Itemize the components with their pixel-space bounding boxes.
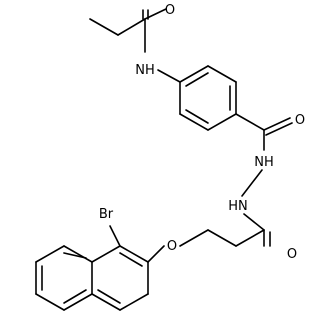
naph-bond-1 — [119, 245, 149, 263]
propanoyl-group — [89, 8, 167, 53]
bond-ch2-ch2 — [207, 229, 237, 247]
benzene-ring — [157, 65, 237, 131]
ring-bond-1 — [179, 65, 209, 83]
naph-bond-1-inner — [119, 252, 143, 267]
atom-o-propanamide: O — [165, 3, 175, 18]
bond-carbonyl-o-a — [263, 117, 291, 131]
bond-ether-o-ring — [147, 245, 165, 263]
naph-bond-7-inner — [63, 252, 87, 259]
naph-bond-11 — [63, 293, 93, 311]
naph-bond-4 — [91, 293, 121, 311]
ring-bond-5-inner — [185, 109, 209, 124]
naph-bond-8 — [35, 245, 65, 263]
bond-carbonyl-o-b — [265, 122, 293, 136]
naph-bond-10 — [35, 293, 65, 311]
naph-bond-br — [109, 225, 121, 247]
atom-nh-hydrazide-2: HN — [228, 199, 248, 214]
bond-ch2-ether-o — [179, 229, 209, 247]
ring-bond-2 — [207, 65, 237, 83]
bond-ch2-co — [117, 18, 146, 36]
bond-nh-nh — [241, 169, 263, 197]
atom-o-benzamide: O — [295, 113, 305, 128]
atom-o-ether: O — [167, 239, 177, 254]
atom-nh-amide: NH — [135, 63, 155, 78]
oxyacetyl-linker — [147, 213, 271, 263]
naph-bond-5 — [119, 293, 149, 311]
atom-nh-hydrazide-1: NH — [254, 155, 274, 170]
ring-bond-5 — [179, 113, 209, 131]
bromonaphthalene — [35, 225, 149, 311]
bond-co-to-o-link — [144, 8, 167, 20]
atom-o-acetyl: O — [287, 247, 297, 262]
bond-nh-ring — [157, 69, 181, 83]
naph-bond-2 — [91, 245, 121, 263]
naph-bond-11-inner — [63, 289, 87, 304]
bond-acetyl-ch2 — [235, 229, 265, 247]
bond-ch3-ch2 — [89, 18, 119, 36]
atom-br: Br — [99, 207, 114, 222]
bond-nh-acetyl-c — [243, 213, 265, 231]
bond-ring-carbonyl — [235, 113, 265, 131]
naph-bond-4-inner — [97, 289, 121, 304]
ring-bond-4 — [207, 113, 237, 131]
naph-bond-7 — [63, 245, 93, 263]
hydrazide-linkage — [235, 113, 293, 197]
ring-bond-1-inner — [185, 72, 209, 87]
